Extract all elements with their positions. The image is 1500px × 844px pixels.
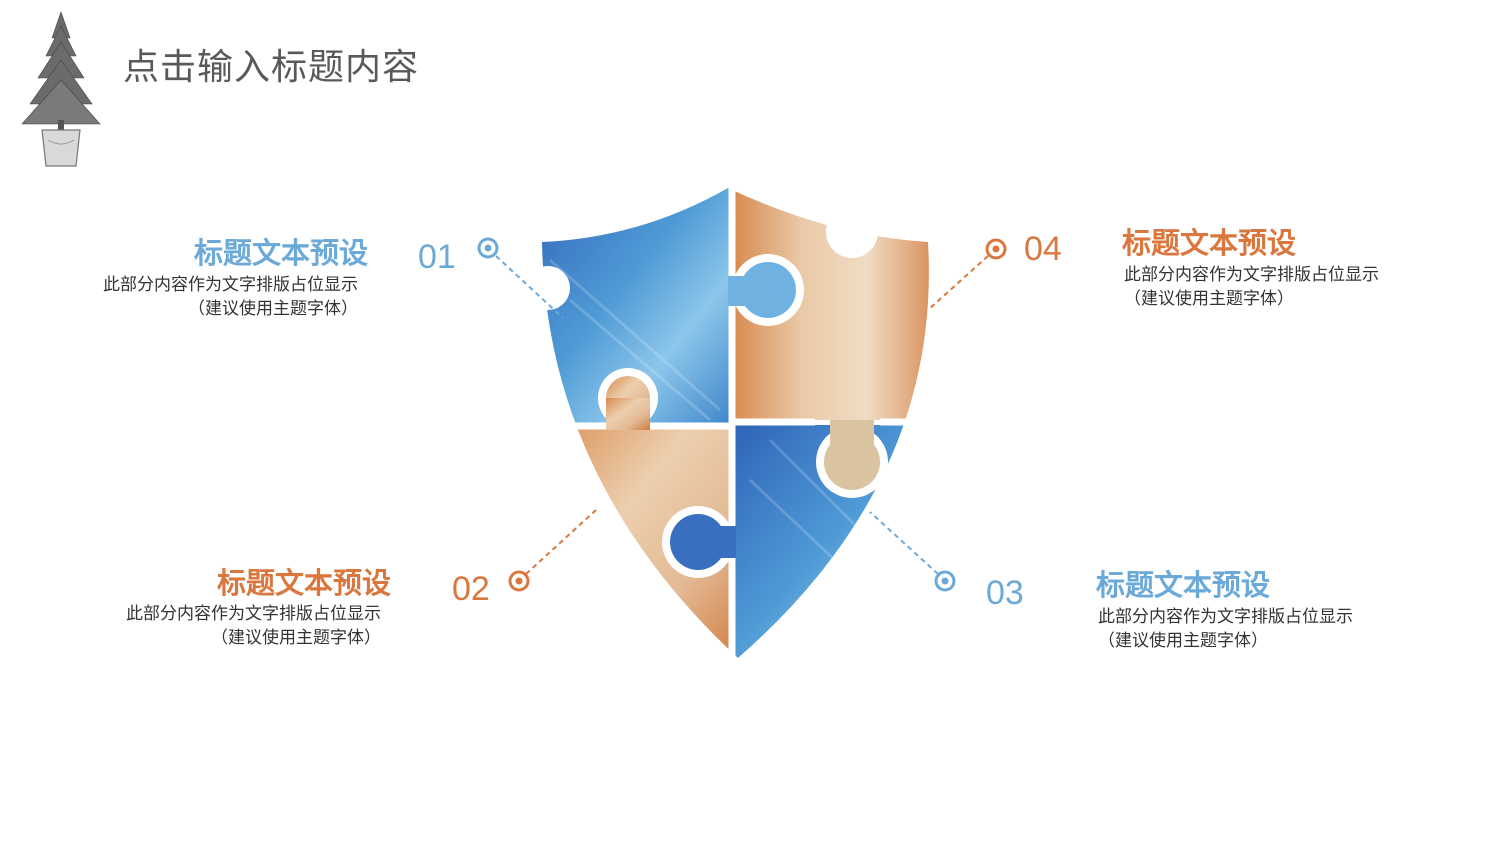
target-marker-04 [985,238,1007,260]
pine-tree-icon [21,11,101,167]
item-desc-line2-01[interactable]: （建议使用主题字体） [188,299,358,319]
item-heading-04[interactable]: 标题文本预设 [1122,226,1297,260]
item-number-02: 02 [452,570,490,608]
target-marker-02 [508,570,530,592]
item-heading-01[interactable]: 标题文本预设 [193,236,368,270]
item-desc-line1-01[interactable]: 此部分内容作为文字排版占位显示 [103,275,358,295]
target-marker-01 [477,237,499,259]
item-heading-02[interactable]: 标题文本预设 [216,566,391,600]
item-desc-line2-04[interactable]: （建议使用主题字体） [1124,289,1294,309]
item-number-01: 01 [418,238,456,276]
item-desc-line1-02[interactable]: 此部分内容作为文字排版占位显示 [126,604,381,624]
item-heading-03[interactable]: 标题文本预设 [1096,568,1271,602]
item-desc-line1-03[interactable]: 此部分内容作为文字排版占位显示 [1098,607,1353,627]
item-desc-line1-04[interactable]: 此部分内容作为文字排版占位显示 [1124,265,1379,285]
shield-puzzle-graphic [530,180,950,670]
item-number-03: 03 [986,574,1024,612]
item-number-04: 04 [1024,230,1062,268]
item-desc-line2-03[interactable]: （建议使用主题字体） [1098,631,1268,651]
page-title[interactable]: 点击输入标题内容 [123,47,420,88]
item-desc-line2-02[interactable]: （建议使用主题字体） [211,628,381,648]
